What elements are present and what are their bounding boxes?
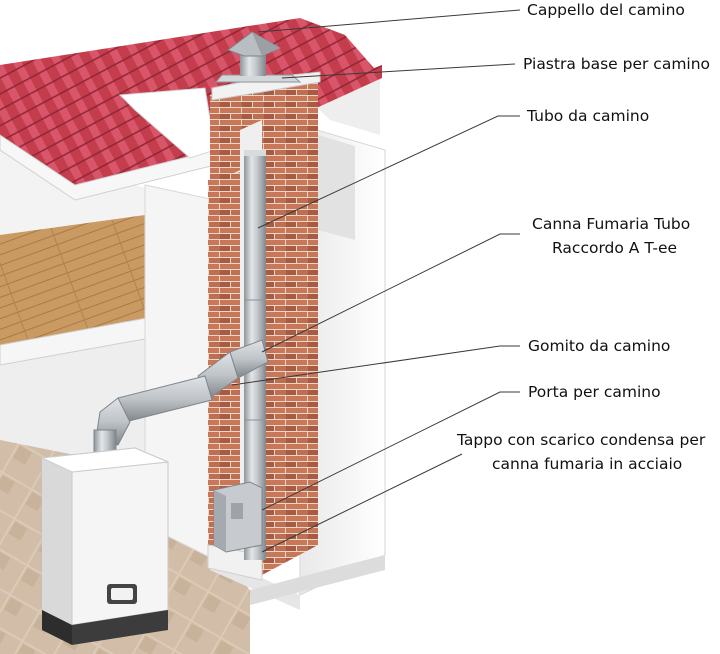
label-drain-line2: canna fumaria in acciaio <box>492 455 683 473</box>
leader-cap <box>257 9 521 33</box>
label-elbow: Gomito da camino <box>528 337 671 355</box>
leader-drain <box>261 453 463 553</box>
label-cap: Cappello del camino <box>527 1 685 19</box>
label-base-plate: Piastra base per camino <box>523 55 711 73</box>
boiler <box>40 447 169 645</box>
label-door: Porta per camino <box>528 383 661 401</box>
leader-elbow <box>231 345 520 386</box>
leader-tee <box>261 233 520 353</box>
wooden-floor <box>0 215 190 345</box>
leader-lines <box>231 9 521 553</box>
chimney-cap-assembly <box>214 31 302 83</box>
leader-door <box>261 391 520 511</box>
base-plate <box>214 74 302 83</box>
label-tee-line1: Canna Fumaria Tubo <box>532 215 691 233</box>
label-drain-line1: Tappo con scarico condensa per <box>457 431 706 449</box>
leader-pipe <box>257 115 520 229</box>
label-tee-line2: Raccordo A T-ee <box>552 239 678 257</box>
leader-base-plate <box>281 63 516 79</box>
connecting-pipe <box>93 339 269 457</box>
label-pipe: Tubo da camino <box>527 107 650 125</box>
